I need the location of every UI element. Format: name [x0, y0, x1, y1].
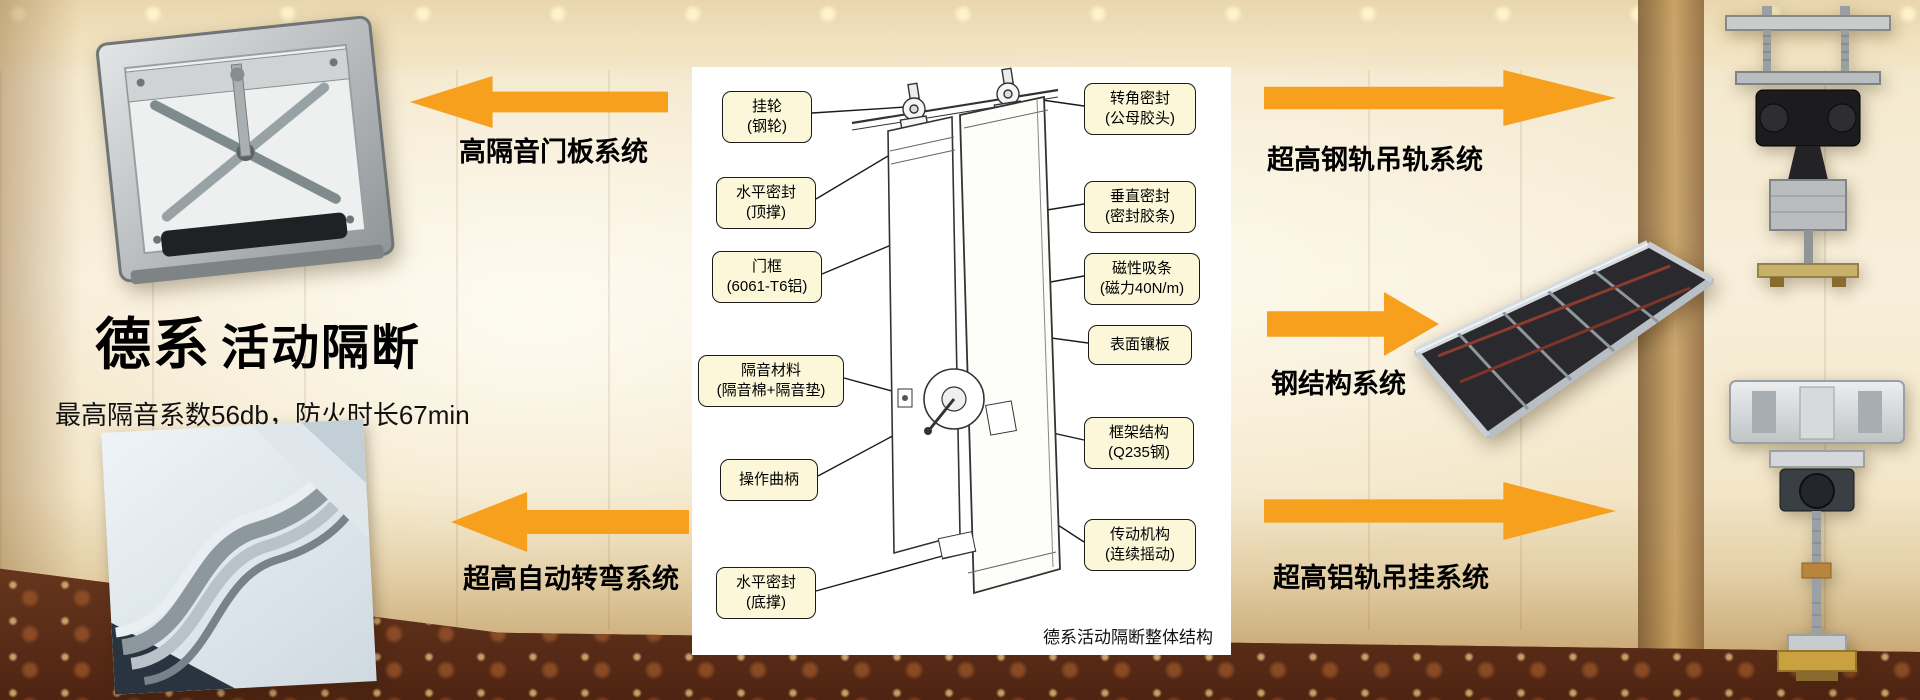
callout-magnetic-strip: 磁性吸条 (磁力40N/m): [1084, 253, 1200, 305]
title-brand: 德系: [95, 313, 211, 376]
callout-text: (磁力40N/m): [1099, 279, 1185, 297]
callout-text: 门框: [751, 258, 782, 275]
callout-acoustic-material: 隔音材料 (隔音棉+隔音垫): [698, 355, 844, 407]
callout-text: 表面镶板: [1109, 336, 1170, 353]
photo-alu-rail-system: [1712, 373, 1920, 700]
alu-rail-illustration: [1729, 380, 1905, 681]
photo-door-panel-mechanism: [80, 0, 411, 321]
callout-text: 传动机构: [1109, 526, 1170, 543]
callout-text: 水平密封: [735, 574, 796, 591]
callout-text: 水平密封: [735, 184, 796, 201]
callout-corner-seal: 转角密封 (公母胶头): [1084, 83, 1196, 135]
partition-structure-drawing: [811, 67, 1089, 595]
bend-track-illustration: [111, 419, 371, 695]
background-left-wall: [0, 0, 80, 640]
photo-bend-track: [101, 419, 377, 695]
callout-text: 磁性吸条: [1111, 260, 1172, 277]
callout-surface-panel: 表面镶板: [1088, 325, 1192, 365]
label-steel-rail-system: 超高钢轨吊轨系统: [1267, 145, 1483, 175]
label-steel-structure-system: 钢结构系统: [1271, 369, 1406, 399]
callout-text: (顶撑): [746, 203, 786, 221]
callout-frame-structure: 框架结构 (Q235钢): [1084, 417, 1194, 469]
callout-door-frame: 门框 (6061-T6铝): [712, 251, 822, 303]
callout-text: (Q235钢): [1108, 443, 1170, 461]
callout-drive-mechanism: 传动机构 (连续摇动): [1084, 519, 1196, 571]
callout-text: 挂轮: [751, 98, 782, 115]
callout-vertical-seal: 垂直密封 (密封胶条): [1084, 181, 1196, 233]
steel-rail-illustration: [1725, 6, 1891, 287]
label-auto-turn-system: 超高自动转弯系统: [463, 564, 679, 594]
callout-hanging-wheel: 挂轮 (钢轮): [722, 91, 812, 143]
label-alu-rail-system: 超高铝轨吊挂系统: [1273, 563, 1489, 593]
photo-steel-rail-system: [1700, 6, 1916, 296]
callout-text: (6061-T6铝): [726, 277, 808, 295]
callout-text: (公母胶头): [1105, 109, 1175, 127]
photo-steel-structure: [1408, 230, 1720, 463]
callout-text: (密封胶条): [1105, 207, 1175, 225]
brand-block: 德系活动隔断 最高隔音系数56db，防火时长67min: [55, 300, 470, 432]
callout-text: 垂直密封: [1109, 188, 1170, 205]
schematic-panel: 挂轮 (钢轮) 水平密封 (顶撑) 门框 (6061-T6铝) 隔音材料 (隔音…: [692, 67, 1231, 655]
background-right-column: [1638, 0, 1704, 665]
callout-text: 框架结构: [1108, 424, 1169, 441]
label-door-panel-system: 高隔音门板系统: [459, 137, 648, 167]
steel-structure-illustration: [1413, 240, 1715, 440]
callout-top-seal: 水平密封 (顶撑): [716, 177, 816, 229]
door-panel-mechanism-illustration: [95, 15, 395, 285]
page-title: 德系活动隔断: [55, 300, 470, 381]
diagram-caption: 德系活动隔断整体结构: [1043, 628, 1213, 647]
title-product: 活动隔断: [221, 322, 422, 375]
callout-operating-crank: 操作曲柄: [720, 459, 818, 501]
callout-text: (隔音棉+隔音垫): [716, 381, 826, 399]
callout-text: (连续摇动): [1105, 545, 1175, 563]
callout-bottom-seal: 水平密封 (底撑): [716, 567, 816, 619]
callout-text: 隔音材料: [740, 362, 801, 379]
callout-text: (底撑): [746, 593, 786, 611]
callout-text: 转角密封: [1109, 90, 1170, 107]
callout-text: (钢轮): [747, 117, 787, 135]
callout-text: 操作曲柄: [738, 471, 799, 488]
